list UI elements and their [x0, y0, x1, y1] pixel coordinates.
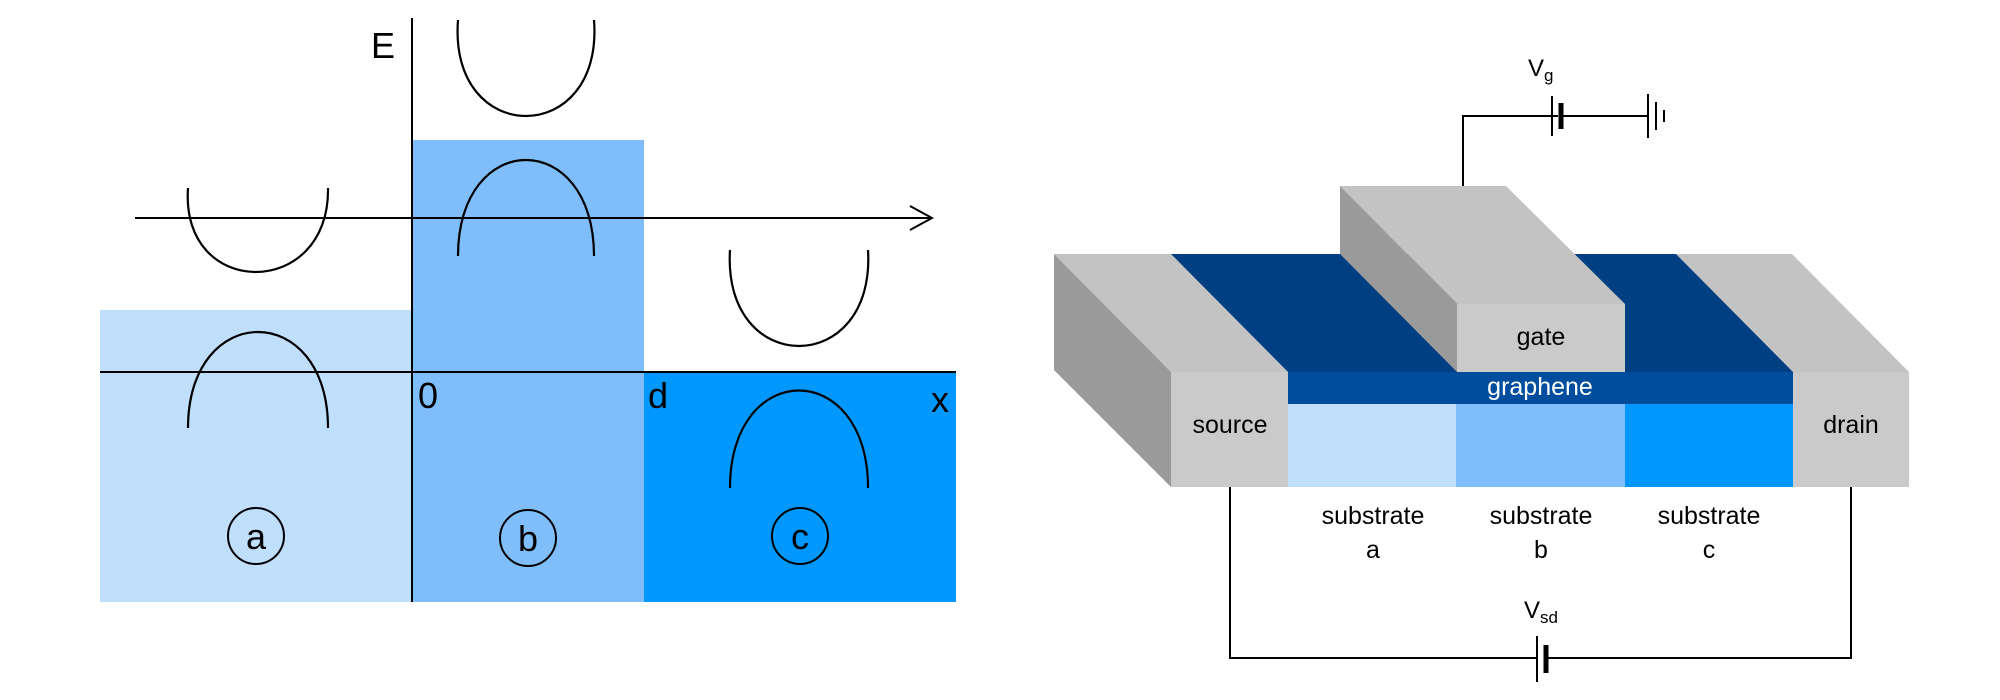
substrate-c-label-line1: substrate — [1658, 502, 1761, 530]
substrate-c-label-line2: c — [1703, 536, 1716, 564]
region-c-label: c — [791, 516, 809, 557]
gate-front — [1457, 304, 1625, 372]
conduction-band-c — [728, 249, 870, 347]
region-a-label: a — [246, 516, 267, 557]
gate-top — [1340, 186, 1625, 304]
substrate-c-front — [1625, 404, 1793, 487]
substrate-b-front — [1456, 404, 1625, 487]
graphene-layer — [1288, 372, 1793, 404]
conduction-band-a — [186, 187, 330, 274]
region-c-circle — [771, 507, 829, 565]
origin-label: 0 — [418, 375, 438, 416]
substrate-a-label-line1: substrate — [1322, 502, 1425, 530]
substrate-a-label-line2: a — [1366, 536, 1380, 564]
gate-label: gate — [1517, 323, 1566, 351]
source-drain-voltage-label: Vsd — [1524, 597, 1558, 627]
source-label: source — [1192, 411, 1267, 439]
d-label: d — [648, 375, 668, 416]
position-axis-label: x — [931, 379, 949, 420]
source-drain-wire-right — [1546, 487, 1852, 659]
region-a-fill — [100, 310, 412, 602]
source-top — [1054, 254, 1288, 372]
drain-label: drain — [1823, 411, 1879, 439]
fermi-arrow-head — [909, 205, 935, 231]
conduction-band-b — [456, 19, 596, 117]
source-side — [1054, 254, 1171, 487]
gate-side — [1340, 186, 1457, 372]
graphene-label: graphene — [1487, 373, 1593, 401]
source-drain-wire-left — [1229, 487, 1537, 659]
valence-band-b — [456, 158, 596, 257]
energy-axis-label: E — [371, 25, 395, 66]
substrate-a-front — [1288, 404, 1456, 487]
region-b-circle — [499, 509, 557, 567]
valence-band-c — [728, 389, 870, 489]
device-schematic: Vg gate graphene source drain substrate … — [1054, 55, 1909, 682]
valence-band-a — [186, 330, 330, 429]
region-b-label: b — [518, 518, 538, 559]
region-c-fill — [644, 372, 956, 602]
band-diagram: E 0 d x a b c — [100, 18, 956, 602]
drain-front — [1793, 372, 1909, 487]
substrate-b-label-line2: b — [1534, 536, 1548, 564]
gate-voltage-label: Vg — [1528, 55, 1553, 85]
substrate-b-label-line1: substrate — [1490, 502, 1593, 530]
gate-wire — [1462, 115, 1558, 186]
region-a-circle — [227, 507, 285, 565]
drain-top — [1676, 254, 1909, 372]
source-front — [1171, 372, 1288, 487]
